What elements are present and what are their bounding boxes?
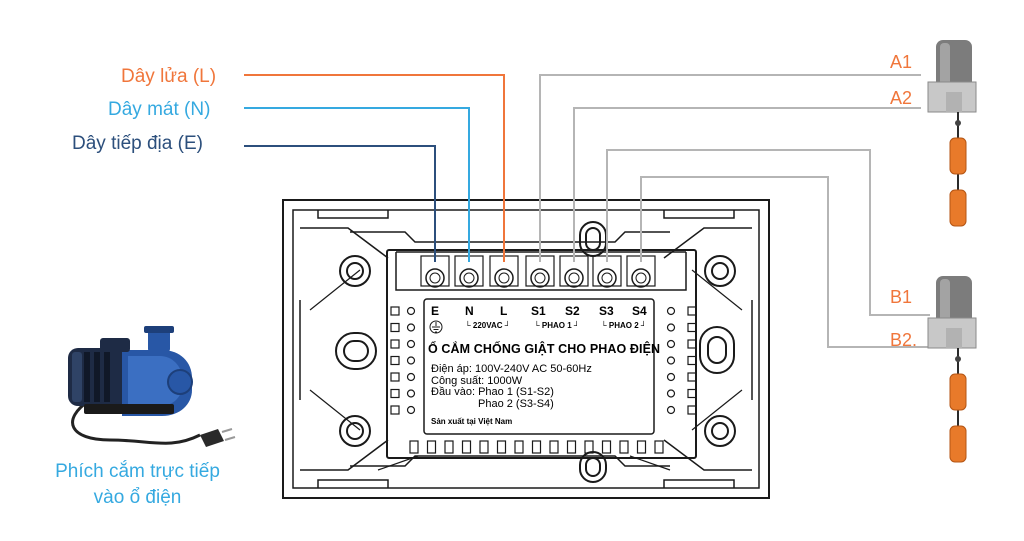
group-220vac-text: 220VAC xyxy=(472,321,503,330)
side-vent xyxy=(406,323,416,332)
float-b2-wire xyxy=(640,176,930,348)
terminal-label-l: L xyxy=(500,304,508,318)
float-label-b1: B1 xyxy=(890,287,913,307)
group-phao2: └ PHAO 2 ┘ xyxy=(601,321,647,330)
bottom-vent xyxy=(496,440,507,454)
device-title: Ổ CẮM CHỐNG GIẬT CHO PHAO ĐIỆN xyxy=(428,342,661,356)
earth-wire-label: Dây tiếp địa (E) xyxy=(72,133,203,154)
bottom-vent xyxy=(654,440,664,454)
side-vent xyxy=(390,405,400,415)
side-vent xyxy=(666,356,676,365)
bottom-vent xyxy=(619,440,629,454)
terminal-screws xyxy=(420,255,656,288)
side-vent xyxy=(687,322,697,333)
bottom-vent xyxy=(409,440,419,454)
side-vent xyxy=(390,322,400,333)
float-label-b2: B2. xyxy=(890,330,918,350)
bottom-vent xyxy=(461,440,472,454)
side-vent xyxy=(406,356,416,365)
float-b1-wire xyxy=(606,149,930,316)
side-vent xyxy=(406,372,416,382)
float-label-a2: A2 xyxy=(890,88,913,108)
bottom-vent xyxy=(601,440,612,454)
float-a2-wire xyxy=(573,107,921,262)
side-vent xyxy=(406,389,416,398)
side-vent xyxy=(666,323,676,332)
side-vent xyxy=(687,355,697,366)
group-phao1-text: PHAO 1 xyxy=(541,321,572,330)
water-pump-image xyxy=(68,326,236,447)
group-220vac: └ 220VAC ┘ xyxy=(465,321,511,330)
side-vent xyxy=(666,389,676,398)
pump-caption-line1: Phích cắm trực tiếp xyxy=(55,461,220,482)
bottom-vent xyxy=(426,440,437,454)
side-vent xyxy=(390,388,400,399)
ground-symbol xyxy=(429,320,443,334)
bottom-vent xyxy=(549,440,559,454)
side-vent xyxy=(390,355,400,366)
terminal-label-n: N xyxy=(465,304,474,318)
bottom-vent xyxy=(636,440,647,454)
spec-voltage: Điện áp: 100V-240V AC 50-60Hz xyxy=(431,363,592,375)
float-switch-b xyxy=(927,276,977,463)
spec-input: Đầu vào: Phao 1 (S1-S2) xyxy=(431,386,554,398)
side-vent xyxy=(687,372,697,382)
group-phao1: └ PHAO 1 ┘ xyxy=(534,321,580,330)
side-vent xyxy=(406,339,416,349)
side-vent xyxy=(687,339,697,349)
earth-wire xyxy=(244,145,436,262)
group-phao2-text: PHAO 2 xyxy=(608,321,639,330)
terminal-label-s1: S1 xyxy=(531,304,546,318)
side-vent xyxy=(390,372,400,382)
side-vent xyxy=(390,339,400,349)
float-switch-a xyxy=(927,40,977,227)
terminal-label-e: E xyxy=(431,304,440,318)
live-wire-label: Dây lửa (L) xyxy=(121,66,217,87)
neutral-wire-label: Dây mát (N) xyxy=(108,99,211,120)
side-vent xyxy=(687,306,697,316)
side-vent xyxy=(666,372,676,382)
side-vent xyxy=(666,306,676,316)
bottom-vent xyxy=(531,440,542,454)
bottom-vent xyxy=(444,440,454,454)
side-vent xyxy=(687,405,697,415)
side-vent xyxy=(406,306,416,316)
bottom-vent xyxy=(566,440,577,454)
bottom-vent xyxy=(479,440,489,454)
side-vent xyxy=(666,339,676,349)
terminal-label-s4: S4 xyxy=(632,304,647,318)
terminal-label-s2: S2 xyxy=(565,304,580,318)
wires xyxy=(244,74,930,348)
live-wire xyxy=(244,74,505,262)
side-vent xyxy=(687,388,697,399)
float-label-a1: A1 xyxy=(890,52,913,72)
spec-power: Công suất: 1000W xyxy=(431,375,523,387)
terminal-screw xyxy=(592,255,622,288)
spec-input2: Phao 2 (S3-S4) xyxy=(478,398,554,410)
made-in: Sản xuất tại Việt Nam xyxy=(431,417,513,426)
side-vent xyxy=(390,306,400,316)
side-vent xyxy=(666,405,676,415)
bottom-vent xyxy=(584,440,594,454)
terminal-label-s3: S3 xyxy=(599,304,614,318)
bottom-vent xyxy=(514,440,524,454)
side-vent xyxy=(406,405,416,415)
bottom-vents xyxy=(409,440,664,454)
pump-caption-line2: vào ổ điện xyxy=(93,487,182,508)
side-notches xyxy=(390,306,697,415)
neutral-wire xyxy=(244,107,470,262)
float-a1-wire xyxy=(539,74,921,262)
